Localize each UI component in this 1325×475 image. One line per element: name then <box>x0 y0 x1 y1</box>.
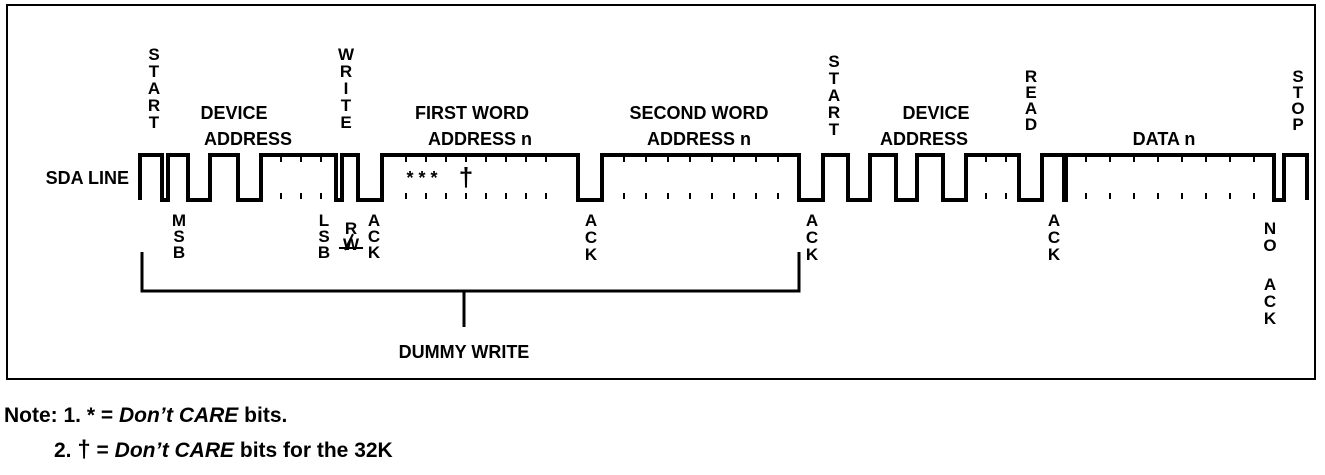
dagger-symbol: † <box>77 436 91 463</box>
device-address-label-2-line2: ADDRESS <box>880 129 968 149</box>
note-2-prefix: 2. <box>54 439 78 462</box>
rw-slash <box>344 233 354 251</box>
note-1-suffix: bits. <box>238 404 288 427</box>
note-1: Note: 1. * = Don’t CARE bits. <box>4 404 287 428</box>
first-word-address-label-line1: FIRST WORD <box>415 103 529 123</box>
first-word-address-label-line2: ADDRESS n <box>428 129 532 149</box>
note-2-italic: Don’t CARE <box>114 439 235 462</box>
dont-care-marks: * * * <box>406 168 437 188</box>
note-1-italic: Don’t CARE <box>118 404 239 427</box>
dagger-mark: † <box>459 162 473 192</box>
note-1-prefix: Note: 1. * = <box>4 404 119 427</box>
device-address-label-1-line2: ADDRESS <box>204 129 292 149</box>
second-word-address-label-line2: ADDRESS n <box>647 129 751 149</box>
device-address-label-1-line1: DEVICE <box>200 103 267 123</box>
device-address-label-2-line1: DEVICE <box>902 103 969 123</box>
note-2-suffix: bits for the 32K <box>234 439 393 462</box>
sda-waveform <box>138 153 1309 202</box>
dummy-write-bracket <box>140 252 801 293</box>
sda-line-label: SDA LINE <box>46 168 129 188</box>
second-word-address-label-line1: SECOND WORD <box>630 103 769 123</box>
note-2-eq: = <box>90 439 115 462</box>
dummy-write-label: DUMMY WRITE <box>399 342 530 362</box>
data-label: DATA n <box>1133 129 1196 149</box>
note-2: 2. † = Don’t CARE bits for the 32K <box>54 436 393 464</box>
